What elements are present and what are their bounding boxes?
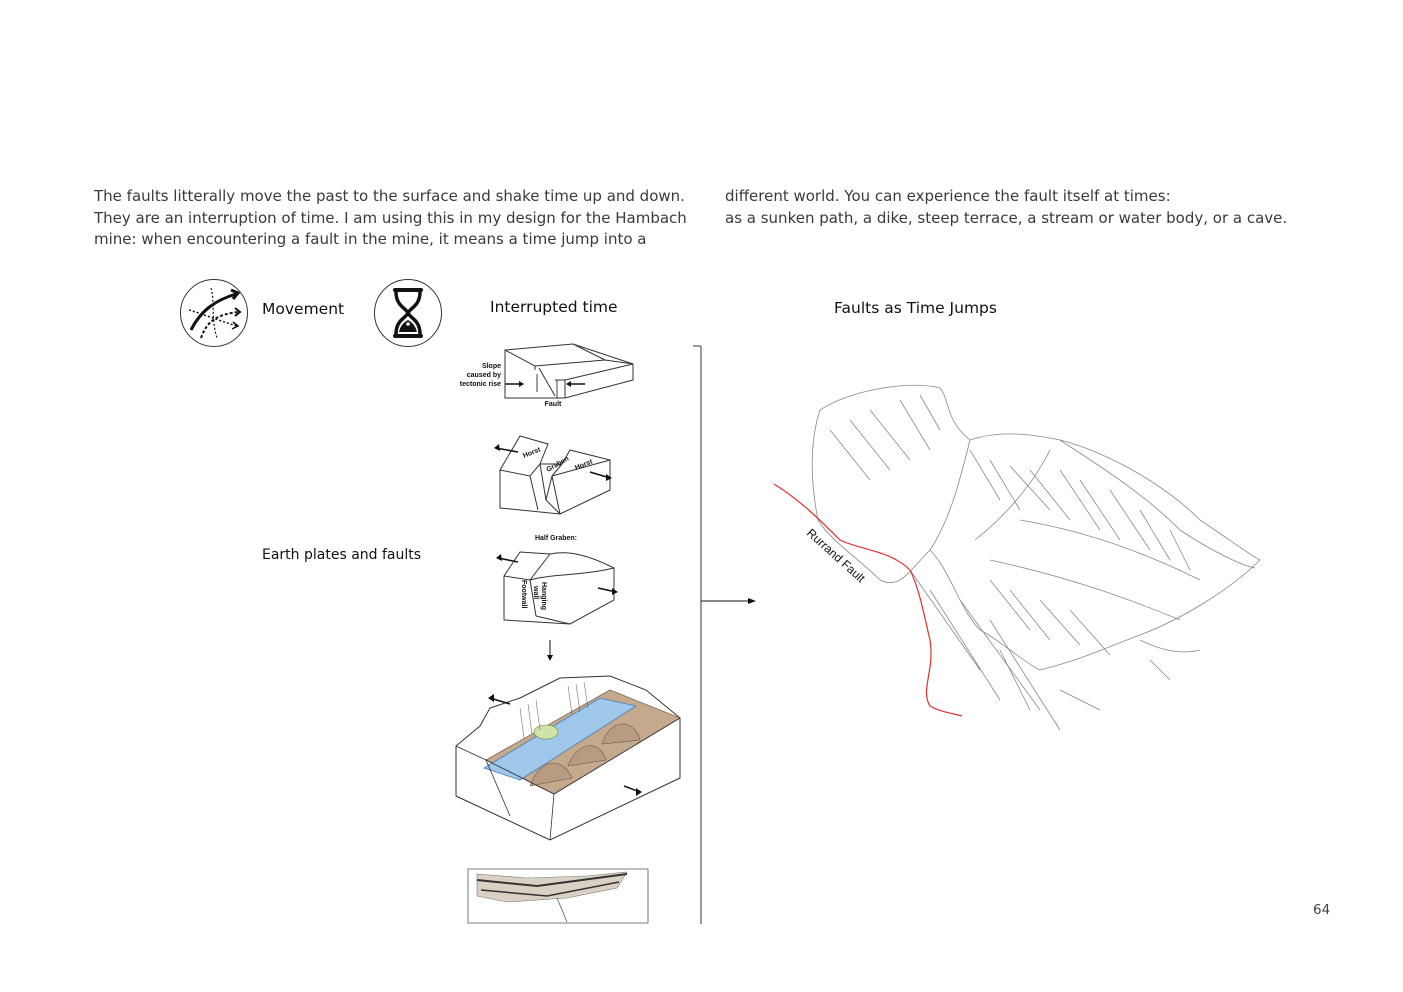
hanging-wall-label-2: wall <box>532 585 539 599</box>
hourglass-icon <box>374 279 442 347</box>
half-graben-diagram: Half Graben: Footwall Hanging wall <box>490 530 620 630</box>
faults-as-time-jumps-heading: Faults as Time Jumps <box>834 299 997 317</box>
half-graben-label: Half Graben: <box>535 535 577 542</box>
intro-paragraph-right-line2: as a sunken path, a dike, steep terrace,… <box>725 208 1288 227</box>
tectonic-rise-diagram: Slope caused by tectonic rise Fault <box>455 340 640 410</box>
slope-label-2: caused by <box>467 372 501 379</box>
footwall-label: Footwall <box>520 580 527 608</box>
section-strip-diagram <box>467 868 649 924</box>
landscape-block-diagram <box>450 668 690 848</box>
slope-label-1: Slope <box>482 363 501 370</box>
interrupted-time-heading: Interrupted time <box>490 298 618 316</box>
fault-terrain-map: Rurrand Fault <box>760 370 1270 740</box>
down-arrow-icon <box>544 640 556 662</box>
earth-plates-heading: Earth plates and faults <box>262 547 422 563</box>
page-number: 64 <box>1313 902 1331 918</box>
hanging-wall-label-1: Hanging <box>540 582 547 610</box>
bracket-arrow <box>690 344 762 926</box>
movement-arrows-icon <box>180 279 248 347</box>
rurrand-fault-label: Rurrand Fault <box>804 526 868 586</box>
intro-paragraph-right: different world. You can experience the … <box>725 186 1365 229</box>
intro-paragraph-left: The faults litterally move the past to t… <box>94 187 687 248</box>
movement-heading: Movement <box>262 300 345 318</box>
intro-paragraph-right-line1: different world. You can experience the … <box>725 187 1171 205</box>
fault-label: Fault <box>545 401 562 408</box>
rurrand-fault-line <box>773 483 963 717</box>
horst-graben-diagram: Horst Graben Horst <box>490 430 620 520</box>
slope-label-3: tectonic rise <box>460 381 501 388</box>
